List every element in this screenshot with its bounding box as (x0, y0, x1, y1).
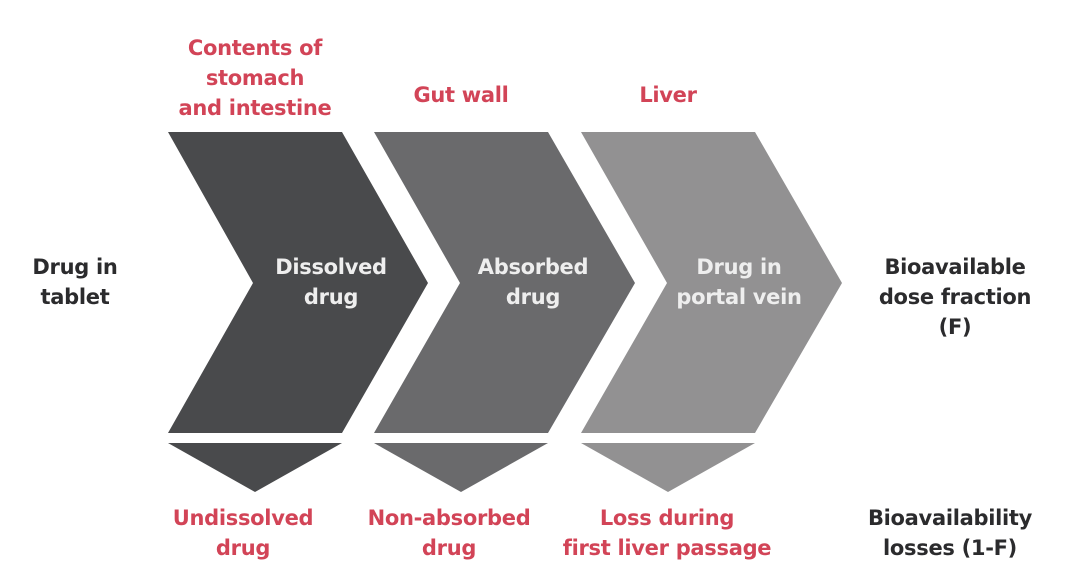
end-label-line: Bioavailable (884, 255, 1026, 279)
start-label-line: Drug in (32, 255, 118, 279)
location-label-stage-3: Liver (639, 80, 697, 110)
state-label-stage-1: Dissolved drug (275, 252, 387, 312)
location-label-stage-1: Contents of stomach and intestine (179, 33, 332, 123)
start-label-line: tablet (40, 285, 110, 309)
loss-label-stage-1: Undissolved drug (173, 503, 314, 563)
state-line: portal vein (676, 285, 802, 309)
chevron-stage-3 (581, 132, 842, 433)
losses-label-line: Bioavailability (867, 506, 1033, 530)
losses-label: Bioavailability losses (1-F) (868, 503, 1032, 563)
loss-line: Non-absorbed (367, 506, 531, 530)
state-label-stage-2: Absorbed drug (477, 252, 589, 312)
end-label-line: (F) (938, 315, 972, 339)
end-label-line: dose fraction (878, 285, 1032, 309)
start-label: Drug in tablet (32, 252, 117, 312)
loss-label-stage-2: Non-absorbed drug (368, 503, 531, 563)
location-line: Contents of (187, 36, 323, 60)
state-line: drug (303, 285, 359, 309)
location-label-stage-2: Gut wall (413, 80, 508, 110)
end-label: Bioavailable dose fraction (F) (878, 252, 1032, 342)
loss-line: drug (421, 536, 477, 560)
loss-line: first liver passage (562, 536, 772, 560)
loss-line: drug (215, 536, 271, 560)
state-label-stage-3: Drug in portal vein (676, 252, 802, 312)
loss-arrow-stage-1 (168, 443, 342, 492)
loss-line: Undissolved (172, 506, 314, 530)
location-line: stomach (205, 66, 305, 90)
loss-label-stage-3: Loss during first liver passage (562, 503, 772, 563)
state-line: Absorbed (477, 255, 589, 279)
location-line: Liver (639, 83, 697, 107)
losses-label-line: losses (1-F) (883, 536, 1017, 560)
location-line: and intestine (178, 96, 332, 120)
location-line: Gut wall (413, 83, 509, 107)
state-line: Drug in (696, 255, 782, 279)
state-line: Dissolved (275, 255, 387, 279)
chevron-stage-2 (374, 132, 635, 433)
state-line: drug (505, 285, 561, 309)
loss-line: Loss during (599, 506, 735, 530)
loss-arrow-stage-3 (581, 443, 755, 492)
chevron-stage-1 (168, 132, 428, 433)
loss-arrow-stage-2 (374, 443, 548, 492)
